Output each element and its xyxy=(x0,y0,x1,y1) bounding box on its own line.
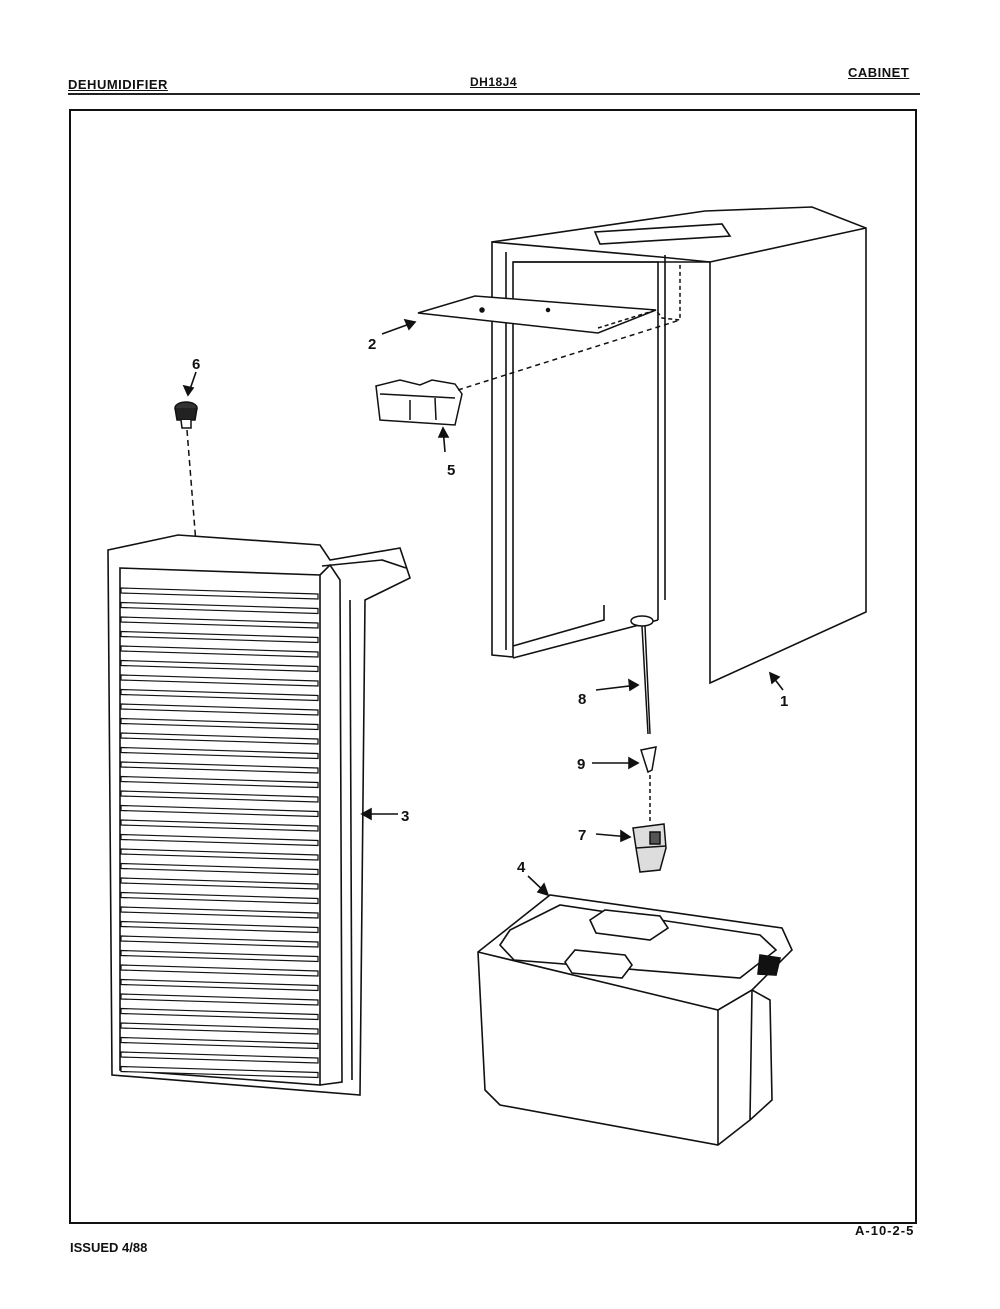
louver-slat xyxy=(120,790,319,803)
louver-slat xyxy=(120,601,319,615)
part-4-bucket xyxy=(477,894,793,1146)
diagram-frame xyxy=(69,109,917,1224)
part-8-pin xyxy=(630,615,654,735)
louver-slat xyxy=(120,906,319,919)
callout-4: 4 xyxy=(517,859,526,876)
louver-slat xyxy=(120,877,319,890)
louver-slat xyxy=(120,964,319,977)
louver-slat xyxy=(120,862,319,876)
callout-7: 7 xyxy=(578,827,586,844)
page-code: A-10-2-5 xyxy=(855,1223,915,1238)
grille-louvers xyxy=(120,587,319,1079)
louver-slat xyxy=(120,804,319,818)
louver-slat xyxy=(120,848,319,861)
louver-slat xyxy=(120,920,319,934)
louver-slat xyxy=(120,775,319,789)
callout-8: 8 xyxy=(578,691,586,708)
louver-slat xyxy=(120,688,319,702)
louver-slat xyxy=(120,1065,319,1079)
callout-2: 2 xyxy=(368,336,376,353)
louver-slat xyxy=(120,659,319,673)
callout-1: 1 xyxy=(780,693,788,710)
header-section-title: CABINET xyxy=(848,65,910,80)
louver-slat xyxy=(120,732,319,745)
louver-slat xyxy=(120,1022,319,1035)
header-model-number: DH18J4 xyxy=(470,75,518,89)
part-3-grille xyxy=(107,534,411,1096)
louver-slat xyxy=(120,935,319,948)
callout-5: 5 xyxy=(447,462,455,479)
issued-date: ISSUED 4/88 xyxy=(70,1240,148,1255)
louver-slat xyxy=(120,616,319,629)
part-5-bracket xyxy=(375,319,681,426)
callout-6: 6 xyxy=(192,356,200,373)
louver-slat xyxy=(120,717,319,731)
louver-slat xyxy=(120,645,319,658)
header-product-name: DEHUMIDIFIER xyxy=(68,77,168,92)
louver-slat xyxy=(120,1007,319,1021)
louver-slat xyxy=(120,1051,319,1064)
louver-slat xyxy=(120,761,319,774)
leader-arrows xyxy=(182,318,784,897)
louver-slat xyxy=(120,833,319,847)
part-9-plug xyxy=(640,746,657,822)
louver-slat xyxy=(120,819,319,832)
louver-slat xyxy=(120,978,319,992)
louver-slat xyxy=(120,1036,319,1050)
callout-9: 9 xyxy=(577,756,585,773)
louver-slat xyxy=(120,746,319,760)
louver-slat xyxy=(120,891,319,905)
callout-3: 3 xyxy=(401,808,409,825)
louver-slat xyxy=(120,587,319,600)
louver-slat xyxy=(120,703,319,716)
part-1-cabinet xyxy=(491,206,867,685)
louver-slat xyxy=(120,949,319,963)
part-6-knob xyxy=(174,401,198,557)
louver-slat xyxy=(120,630,319,644)
louver-slat xyxy=(120,674,319,687)
part-2-plate xyxy=(417,262,681,334)
louver-slat xyxy=(120,993,319,1006)
part-7-fitting xyxy=(632,823,667,873)
header-rule xyxy=(68,93,920,95)
